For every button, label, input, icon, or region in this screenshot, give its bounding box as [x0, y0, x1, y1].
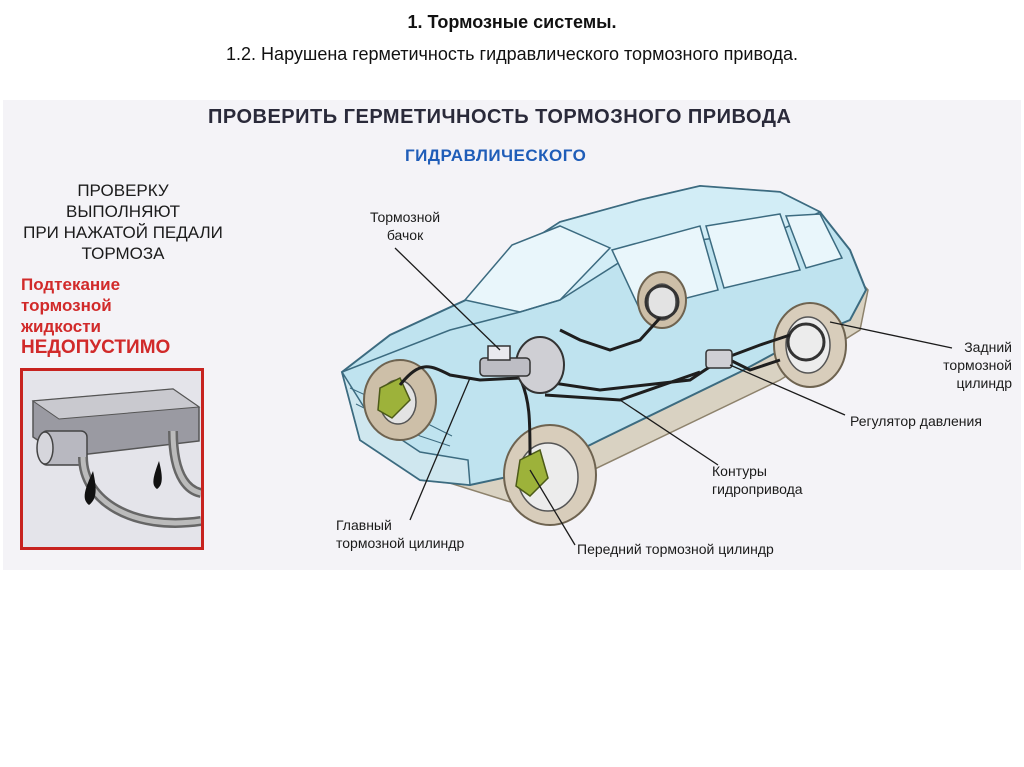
- poster-subheading: ГИДРАВЛИЧЕСКОГО: [405, 146, 587, 165]
- front-side-window: [610, 225, 719, 311]
- label-line: Задний: [964, 339, 1012, 355]
- brake-lines: [398, 316, 791, 456]
- master-cylinder-booster: [479, 336, 565, 394]
- label-line: цилиндр: [956, 375, 1012, 391]
- label-rear-cylinder: Задний тормозной цилиндр: [930, 338, 1012, 392]
- rear-side-window: [705, 213, 801, 289]
- brake-fluid-reservoir: [487, 345, 511, 361]
- label-line: гидропривода: [712, 481, 803, 497]
- label-pressure-regulator: Регулятор давления: [850, 413, 982, 429]
- poster-heading-text: ПРОВЕРИТЬ ГЕРМЕТИЧНОСТЬ ТОРМОЗНОГО ПРИВО…: [208, 106, 792, 128]
- leak-warning-line: жидкости: [21, 317, 101, 336]
- leaking-fitting-illustration: [23, 371, 201, 547]
- leak-forbidden: НЕДОПУСТИМО: [21, 337, 171, 358]
- check-note-line: ВЫПОЛНЯЮТ: [66, 202, 180, 221]
- label-line: тормозной: [943, 357, 1012, 373]
- rear-left-drum: [644, 284, 680, 320]
- label-circuits: Контуры гидропривода: [712, 462, 803, 498]
- pressure-regulator: [705, 349, 733, 369]
- rear-right-wheel: [773, 302, 847, 388]
- label-line: Главный: [336, 517, 392, 533]
- quarter-window: [784, 213, 844, 269]
- label-line: Тормозной: [370, 209, 441, 225]
- label-master-cylinder: Главный тормозной цилиндр: [336, 516, 464, 552]
- slide-subtitle: 1.2. Нарушена герметичность гидравлическ…: [226, 44, 798, 64]
- leak-warning-line: Подтекание: [21, 275, 121, 294]
- label-line: тормозной цилиндр: [336, 535, 465, 551]
- slide-title: 1. Тормозные системы.: [407, 12, 617, 32]
- check-note-line: ТОРМОЗА: [81, 244, 165, 263]
- label-reservoir: Тормозной бачок: [370, 208, 440, 244]
- rear-right-drum: [786, 322, 826, 362]
- check-note: ПРОВЕРКУ ВЫПОЛНЯЮТ ПРИ НАЖАТОЙ ПЕДАЛИ ТО…: [13, 180, 233, 264]
- leak-warning: Подтекание тормозной жидкости НЕДОПУСТИМ…: [21, 274, 221, 358]
- check-note-line: ПРИ НАЖАТОЙ ПЕДАЛИ: [23, 223, 223, 242]
- label-line: Контуры: [712, 463, 767, 479]
- leak-warning-line: тормозной: [21, 296, 112, 315]
- leader-lines: [394, 247, 953, 546]
- leak-illustration: [20, 368, 204, 550]
- front-left-caliper: [377, 376, 411, 419]
- check-note-line: ПРОВЕРКУ: [77, 181, 169, 200]
- label-line: бачок: [386, 227, 424, 243]
- label-front-cylinder: Передний тормозной цилиндр: [577, 541, 774, 557]
